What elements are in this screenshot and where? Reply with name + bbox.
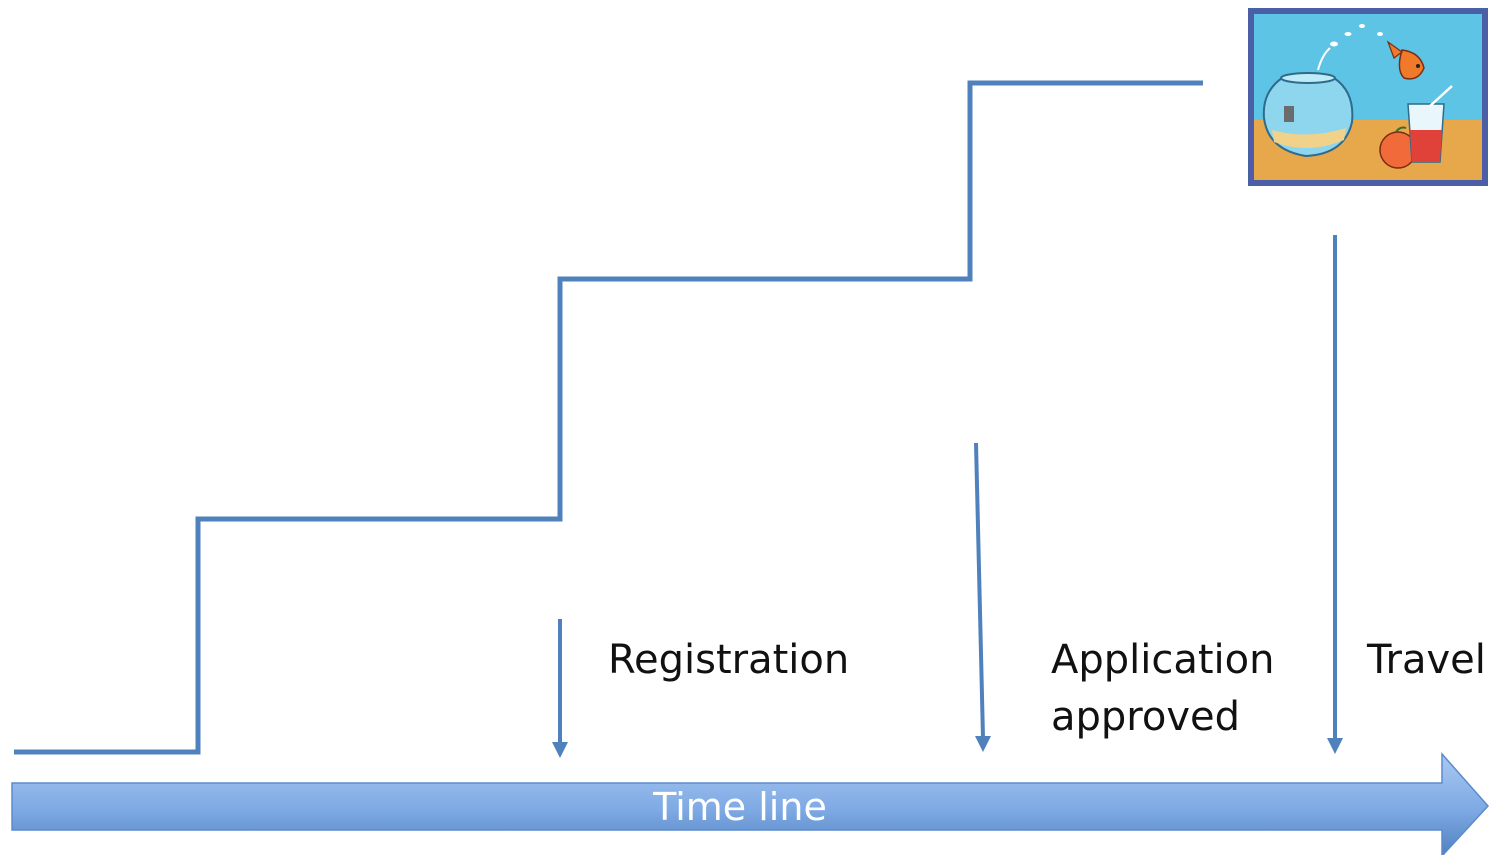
timeline-arrow: Time line <box>11 752 1490 855</box>
application-label-line1: Application <box>1051 637 1275 683</box>
staircase-line <box>14 80 1203 755</box>
goldfish-jumping-from-bowl-into-glass-icon <box>1248 8 1488 186</box>
application-approved-marker <box>974 442 991 752</box>
travel-label: Travel <box>1366 637 1486 683</box>
registration-marker <box>552 619 568 758</box>
registration-label: Registration <box>608 637 849 683</box>
application-label-line2: approved <box>1051 694 1240 740</box>
travel-marker <box>1327 235 1343 754</box>
timeline-label: Time line <box>652 785 827 829</box>
